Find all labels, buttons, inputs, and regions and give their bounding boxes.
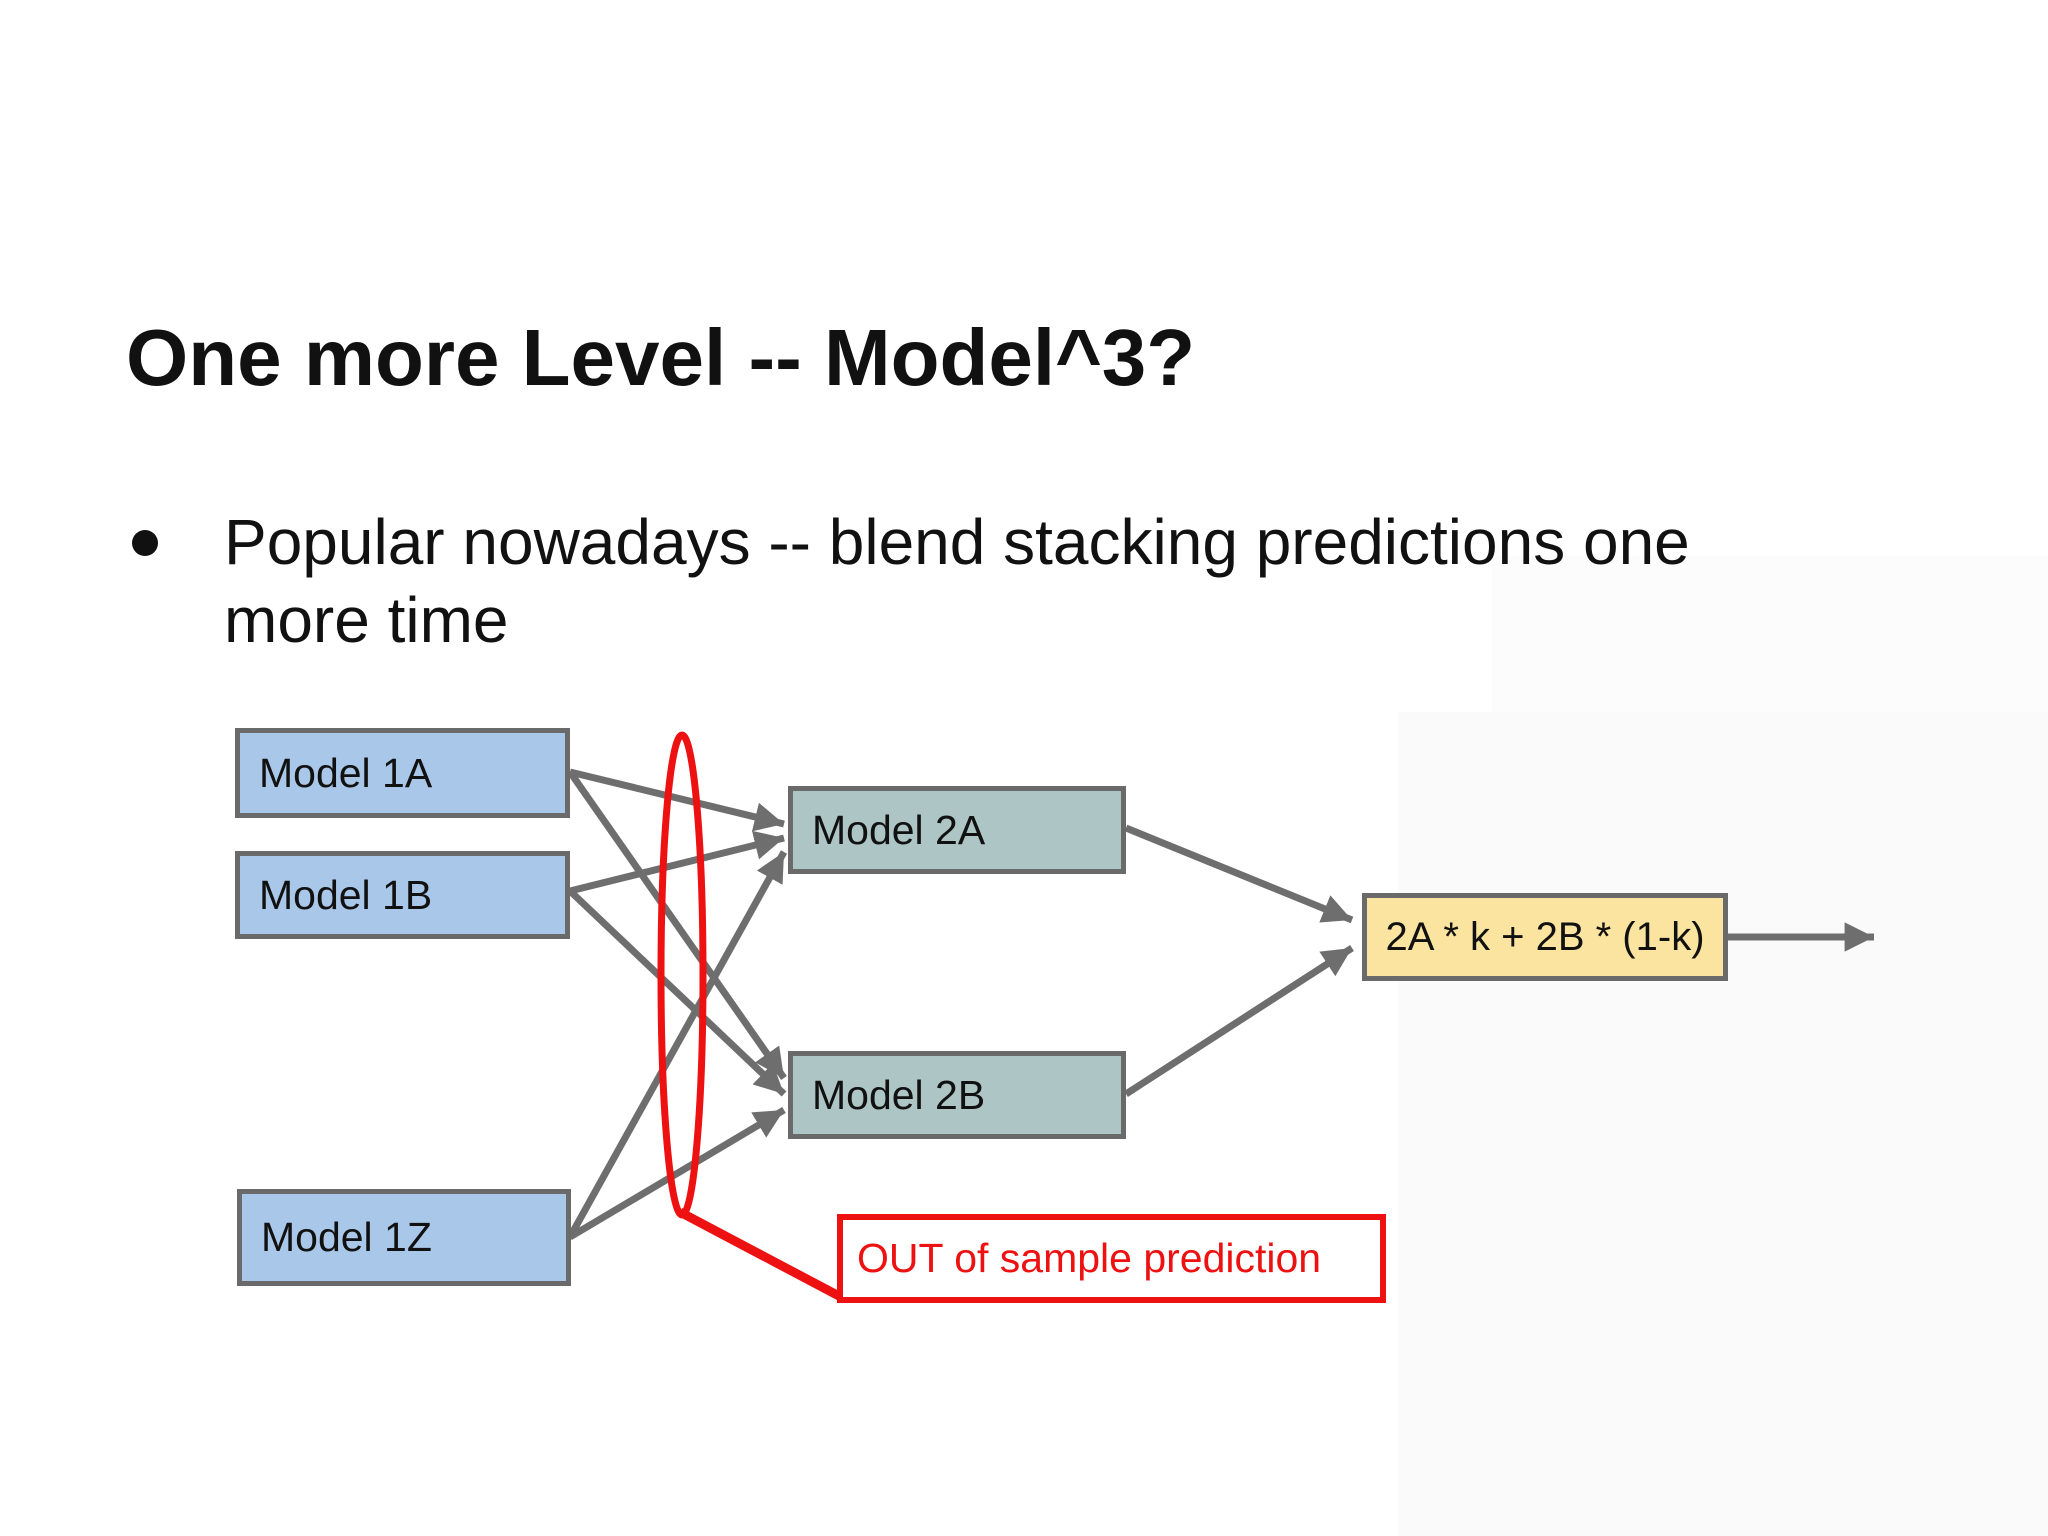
model-1a-box: Model 1A — [235, 728, 570, 818]
model-1b-box: Model 1B — [235, 851, 570, 939]
model-2b-label: Model 2B — [812, 1071, 986, 1118]
model-1b-label: Model 1B — [259, 871, 433, 918]
blend-formula-label: 2A * k + 2B * (1-k) — [1385, 914, 1705, 959]
background-tint-lower — [1398, 712, 2048, 1536]
arrow-1b-to-2b — [567, 888, 787, 1097]
page-title: One more Level -- Model^3? — [126, 313, 1196, 402]
out-of-sample-ellipse — [657, 731, 707, 1219]
model-2b-box: Model 2B — [788, 1051, 1126, 1139]
blend-formula-box: 2A * k + 2B * (1-k) — [1362, 893, 1728, 981]
annotation-box: OUT of sample prediction — [837, 1214, 1386, 1303]
arrow-1b-to-2a — [569, 830, 785, 895]
bullet-line-2: more time — [224, 584, 509, 656]
model-1a-label: Model 1A — [259, 749, 433, 796]
arrow-1z-to-2a — [566, 850, 788, 1239]
bullet-item: ● Popular nowadays -- blend stacking pre… — [132, 503, 1832, 659]
model-1z-label: Model 1Z — [261, 1214, 432, 1260]
annotation-connector-line — [677, 1208, 842, 1300]
bullet-line-1: Popular nowadays -- blend stacking predi… — [224, 506, 1690, 578]
arrow-2b-to-formula — [1124, 945, 1354, 1097]
model-1z-box: Model 1Z — [237, 1189, 571, 1286]
arrow-1a-to-2a — [569, 768, 785, 832]
bullet-text: Popular nowadays -- blend stacking predi… — [224, 503, 1690, 659]
arrow-1z-to-2b — [568, 1106, 786, 1241]
model-2a-box: Model 2A — [788, 786, 1126, 874]
annotation-label: OUT of sample prediction — [857, 1235, 1322, 1281]
arrow-2a-to-formula — [1124, 824, 1354, 924]
arrow-1a-to-2b — [567, 769, 787, 1081]
background-tint-upper — [1492, 556, 2048, 714]
bullet-marker-icon: ● — [132, 530, 158, 556]
model-2a-label: Model 2A — [812, 806, 986, 853]
